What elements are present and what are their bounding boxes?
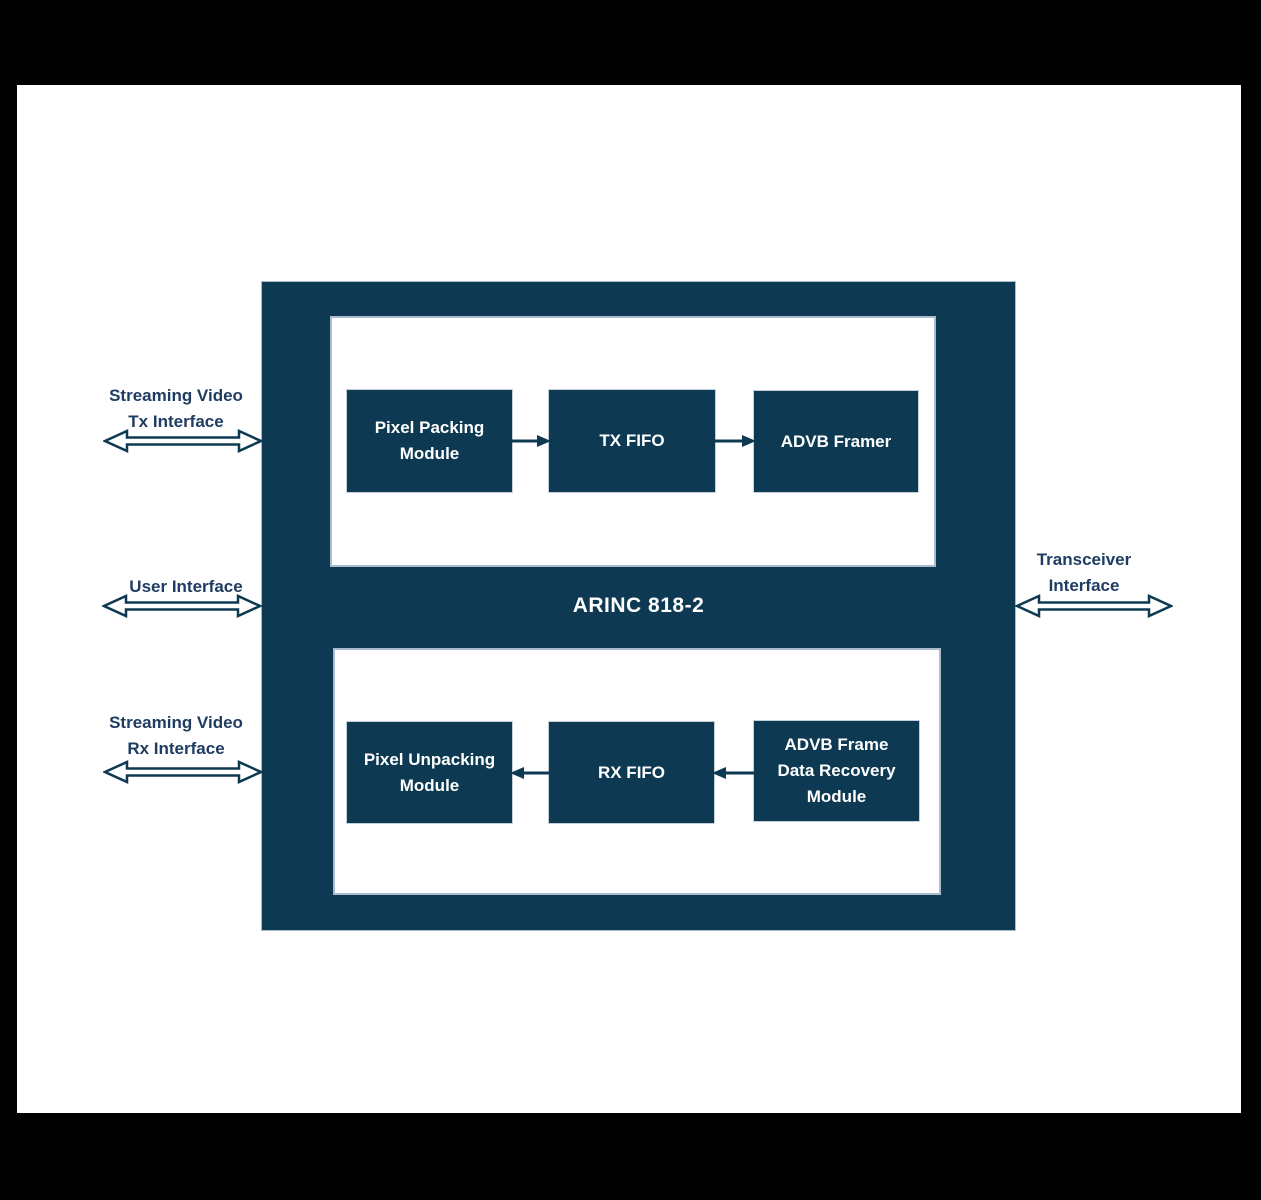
interface-label-line: Streaming Video: [109, 713, 243, 732]
module-label-line: Module: [399, 444, 460, 463]
interface-label-line: Tx Interface: [128, 412, 224, 431]
arrow-left-icon: [712, 767, 755, 779]
module-label-line: Data Recovery: [777, 761, 896, 780]
arrow-left-icon: [510, 767, 551, 779]
interface-label-line: Streaming Video: [109, 386, 243, 405]
interface-label-line: Transceiver: [1036, 550, 1132, 569]
interface-label-line: User Interface: [129, 577, 243, 596]
module-pixel-packing: Pixel Packing Module: [346, 389, 513, 493]
bidirectional-arrow-icon: [102, 594, 262, 618]
module-label-line: Module: [806, 787, 867, 806]
label-streaming-video-tx-interface: Streaming Video Tx Interface: [86, 383, 266, 435]
interface-label-line: Interface: [1048, 576, 1120, 595]
module-pixel-unpacking: Pixel Unpacking Module: [346, 721, 513, 824]
module-label-line: ADVB Framer: [780, 431, 892, 451]
module-advb-framer: ADVB Framer: [753, 390, 919, 493]
module-label-line: Module: [399, 775, 460, 795]
module-tx-fifo: TX FIFO: [548, 389, 716, 493]
bidirectional-arrow-icon: [103, 760, 263, 784]
arrow-right-icon: [510, 435, 551, 447]
label-streaming-video-rx-interface: Streaming Video Rx Interface: [86, 710, 266, 762]
module-label-line: Pixel Packing: [374, 418, 485, 437]
module-label-line: Pixel Unpacking: [363, 749, 496, 769]
module-rx-fifo: RX FIFO: [548, 721, 715, 824]
module-label-line: RX FIFO: [597, 762, 666, 782]
arrow-right-icon: [713, 435, 756, 447]
label-transceiver-interface: Transceiver Interface: [1004, 547, 1164, 599]
core-block-title: ARINC 818-2: [572, 594, 705, 617]
label-user-interface: User Interface: [96, 574, 276, 600]
module-label-line: TX FIFO: [599, 431, 665, 450]
bidirectional-arrow-icon: [1015, 594, 1173, 618]
module-advb-frame-data-recovery: ADVB Frame Data Recovery Module: [753, 720, 920, 822]
module-label-line: ADVB Frame: [784, 735, 889, 754]
interface-label-line: Rx Interface: [127, 739, 225, 758]
bidirectional-arrow-icon: [103, 429, 263, 453]
